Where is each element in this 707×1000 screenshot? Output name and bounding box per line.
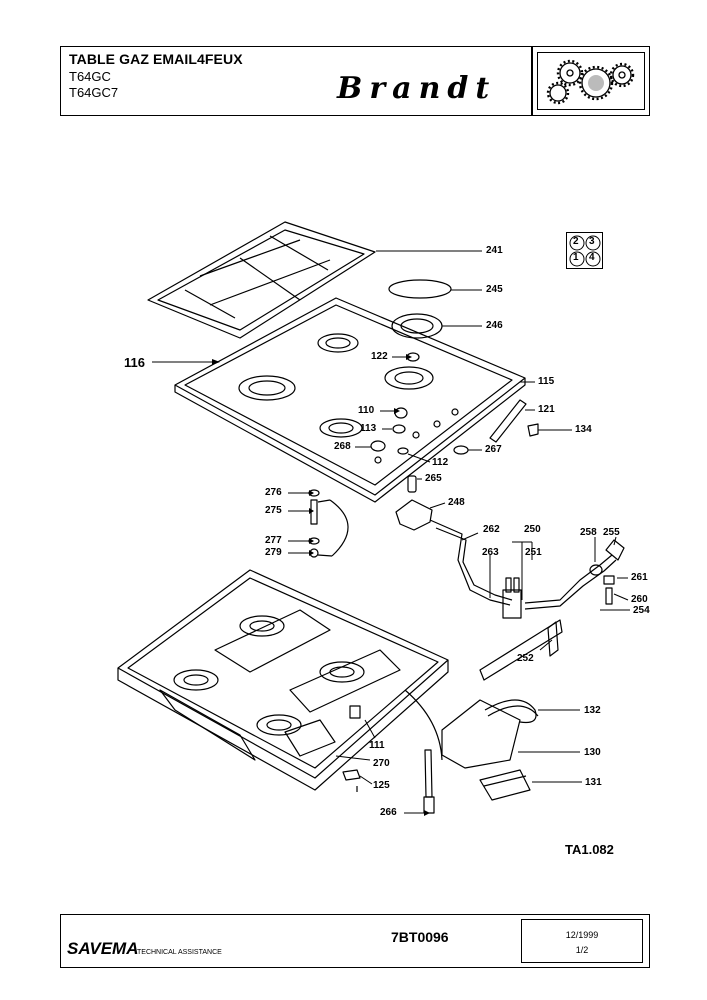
part-268: 268 [334,441,351,452]
company-name: SAVEMA [67,939,139,958]
control-rail [489,399,527,443]
part-262: 262 [483,524,500,535]
part-132: 132 [584,705,601,716]
part-113: 113 [360,423,377,434]
part-248: 248 [448,497,465,508]
pan-support-grid [147,221,376,339]
mounting-rail [479,619,563,681]
part-121: 121 [538,404,555,415]
drawing-reference: TA1.082 [565,842,614,857]
part-246: 246 [486,320,503,331]
base-tray [117,569,449,791]
footer-block: SAVEMA TECHNICAL ASSISTANCE 7BT0096 12/1… [60,914,650,968]
terminal-block [479,769,531,801]
brand-logo: Brandt [337,71,497,106]
part-110: 110 [358,405,375,416]
part-260: 260 [631,594,648,605]
part-125: 125 [373,780,390,791]
spark-generator [441,699,521,769]
gas-valve [395,499,433,531]
key-2: 2 [573,236,579,247]
part-131: 131 [585,777,602,788]
gears-icon [537,52,645,110]
part-130: 130 [584,747,601,758]
burner-position-key: 2 3 1 4 [566,232,603,269]
part-122: 122 [371,351,388,362]
part-255: 255 [603,527,620,538]
key-1: 1 [573,252,579,263]
model-1: T64GC [69,69,111,84]
part-111: 111 [369,740,385,751]
document-reference: 7BT0096 [391,929,449,945]
part-279: 279 [265,547,282,558]
company-subtitle: TECHNICAL ASSISTANCE [137,949,222,956]
part-266: 266 [380,807,397,818]
model-2: T64GC7 [69,85,119,100]
part-276: 276 [265,487,282,498]
part-267: 267 [485,444,502,455]
part-116: 116 [124,355,145,370]
header-divider [531,47,533,115]
part-258: 258 [580,527,597,538]
part-254: 254 [633,605,650,616]
hob-top [174,297,526,503]
part-277: 277 [265,535,282,546]
page-number: 1/2 [575,945,589,955]
burner-crown [391,313,443,339]
part-261: 261 [631,572,648,583]
part-275: 275 [265,505,282,516]
part-270: 270 [373,758,390,769]
part-263: 263 [482,547,499,558]
electrode-rod [424,749,433,798]
document-date: 12/1999 [565,930,599,940]
part-251: 251 [525,547,542,558]
part-250: 250 [524,524,541,535]
part-265: 265 [425,473,442,484]
part-252: 252 [517,653,534,664]
part-245: 245 [486,284,503,295]
date-page-box: 12/1999 1/2 [521,919,643,963]
burner-cap [388,279,452,299]
key-4: 4 [589,252,595,263]
part-112: 112 [432,457,449,468]
key-3: 3 [589,236,595,247]
clip [527,423,539,437]
part-241: 241 [486,245,503,256]
document-title: TABLE GAZ EMAIL4FEUX [69,51,243,67]
part-134: 134 [575,424,592,435]
part-115: 115 [538,376,555,387]
title-block: TABLE GAZ EMAIL4FEUX T64GC T64GC7 Brandt [60,46,650,116]
ignition-generator [284,719,336,757]
